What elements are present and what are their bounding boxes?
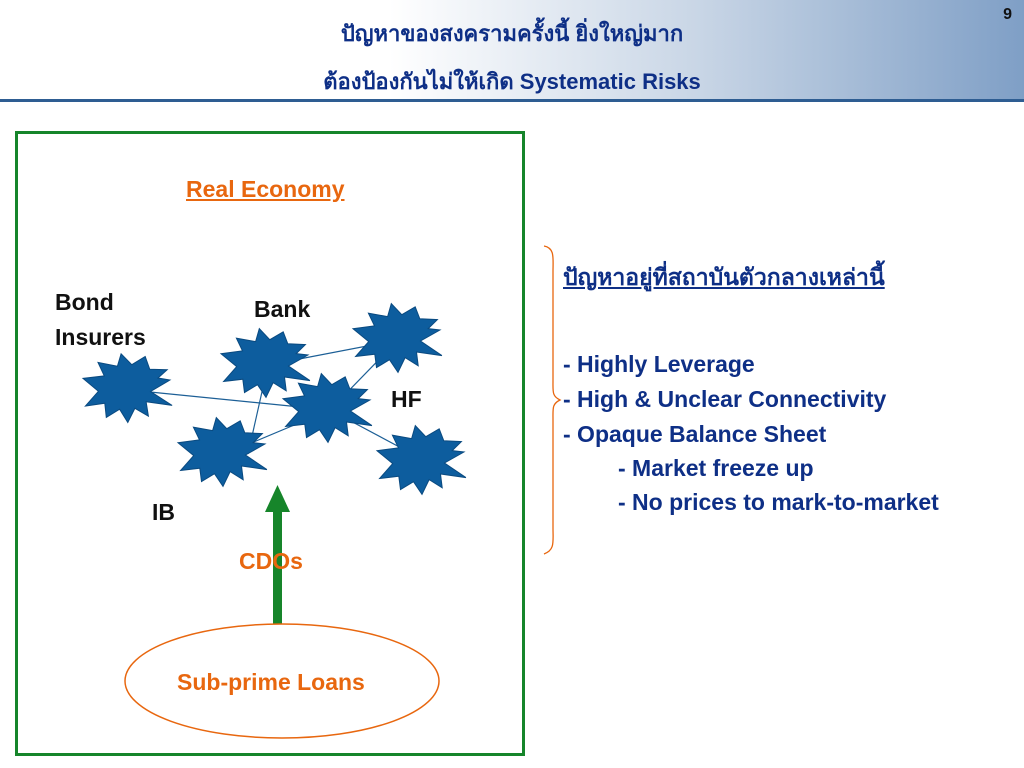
arrow-shaft bbox=[273, 510, 282, 628]
issue-no-prices: - No prices to mark-to-market bbox=[618, 489, 939, 515]
burst-hf bbox=[281, 372, 373, 444]
header-rule bbox=[0, 99, 1024, 102]
ib-label: IB bbox=[152, 499, 175, 525]
diagram-frame bbox=[15, 131, 525, 756]
bursts bbox=[81, 302, 467, 496]
slide-title-line-1: ปัญหาของสงครามครั้งนี้ ยิ่งใหญ่มาก bbox=[340, 21, 684, 46]
issue-highly-leverage: - Highly Leverage bbox=[563, 351, 755, 377]
header-band bbox=[0, 0, 1024, 100]
subprime-loans-label: Sub-prime Loans bbox=[177, 669, 365, 695]
burst-bond-insurers bbox=[81, 352, 173, 424]
burst-top-right bbox=[351, 302, 443, 374]
bank-label: Bank bbox=[254, 296, 311, 322]
bond-insurers-label-line-2: Insurers bbox=[55, 324, 146, 350]
arrow-head bbox=[265, 485, 290, 512]
issue-market-freeze: - Market freeze up bbox=[618, 455, 814, 481]
subprime-ellipse bbox=[124, 623, 440, 739]
cdos-label: CDOs bbox=[239, 548, 303, 574]
slide-number: 9 bbox=[1003, 6, 1012, 23]
right-bracket bbox=[543, 245, 562, 555]
burst-ib bbox=[176, 416, 268, 488]
bond-insurers-label-line-1: Bond bbox=[55, 289, 114, 315]
real-economy-label: Real Economy bbox=[186, 176, 345, 202]
up-arrow bbox=[265, 485, 290, 628]
hf-label: HF bbox=[391, 386, 422, 412]
right-heading: ปัญหาอยู่ที่สถาบันตัวกลางเหล่านี้ bbox=[563, 264, 885, 290]
issue-connectivity: - High & Unclear Connectivity bbox=[563, 386, 887, 412]
burst-bottom-right bbox=[375, 424, 467, 496]
burst-bank bbox=[219, 327, 311, 399]
issue-opaque-balance-sheet: - Opaque Balance Sheet bbox=[563, 421, 827, 447]
slide-title-line-2: ต้องป้องกันไม่ให้เกิด Systematic Risks bbox=[323, 69, 701, 94]
